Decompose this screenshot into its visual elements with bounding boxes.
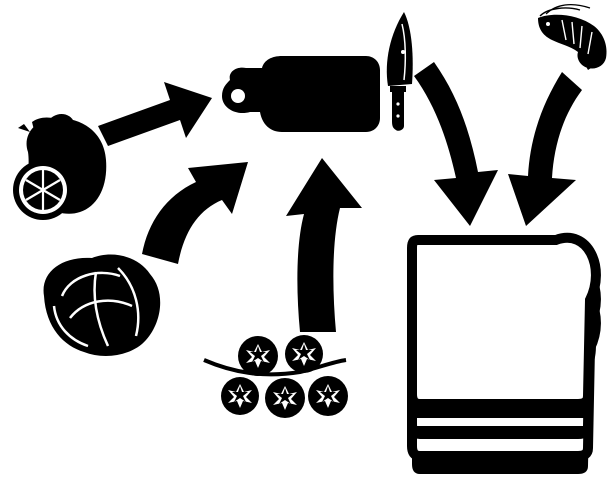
arrow-cabbage-to-board	[142, 162, 248, 264]
arrow-tomatoes-to-board	[286, 158, 362, 332]
bread-slices-stack-icon	[412, 238, 596, 474]
chef-knife-icon	[387, 12, 413, 131]
cutting-board-icon	[222, 56, 380, 132]
cabbage-icon	[44, 255, 161, 356]
shrimp-icon	[538, 5, 607, 70]
tomatoes-on-vine-icon	[204, 335, 348, 418]
arrow-shrimp-to-bread	[508, 72, 582, 226]
arrow-lemon-to-board	[98, 82, 212, 146]
lemon-icon	[13, 114, 106, 220]
bread-slice-top	[412, 238, 596, 404]
arrow-knife-to-bread	[414, 62, 498, 226]
